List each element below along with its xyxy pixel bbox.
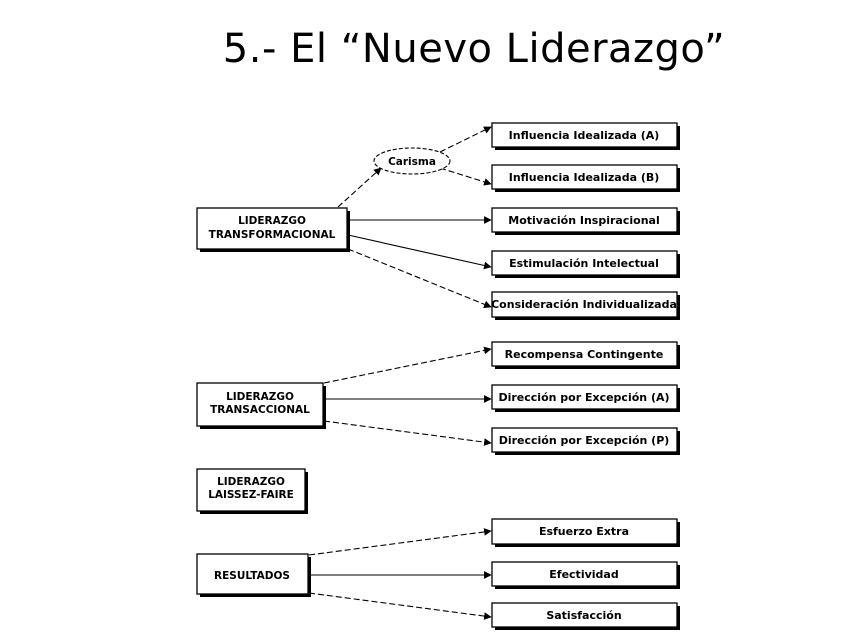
node-efectividad: Efectividad	[491, 561, 680, 589]
influencia-a-label: Influencia Idealizada (A)	[509, 129, 660, 142]
node-liderazgo-transformacional: LIDERAZGO TRANSFORMACIONAL	[196, 207, 350, 252]
esfuerzo-label: Esfuerzo Extra	[539, 525, 629, 538]
edge-carisma-influencia-b	[439, 167, 492, 186]
transformacional-line1: LIDERAZGO	[238, 215, 306, 227]
consideracion-label: Consideración Individualizada	[491, 298, 677, 311]
recompensa-label: Recompensa Contingente	[505, 348, 664, 361]
resultados-label: RESULTADOS	[214, 570, 290, 582]
node-estimulacion-intelectual: Estimulación Intelectual	[491, 250, 680, 278]
node-influencia-idealizada-a: Influencia Idealizada (A)	[491, 122, 680, 150]
node-motivacion-inspiracional: Motivación Inspiracional	[491, 207, 680, 235]
node-liderazgo-laissez-faire: LIDERAZGO LAISSEZ-FAIRE	[196, 468, 308, 514]
node-influencia-idealizada-b: Influencia Idealizada (B)	[491, 164, 680, 192]
edge-carisma-influencia-a	[439, 126, 492, 153]
laissez-faire-line1: LIDERAZGO	[217, 476, 285, 488]
edge-resultados-esfuerzo	[308, 528, 492, 556]
transaccional-line2: TRANSACCIONAL	[210, 404, 310, 416]
influencia-b-label: Influencia Idealizada (B)	[509, 171, 660, 184]
node-resultados: RESULTADOS	[196, 553, 311, 597]
node-carisma: Carisma	[373, 147, 451, 175]
edge-resultados-satisfaccion	[308, 592, 492, 620]
edge-transformacional-consideracion	[347, 248, 492, 308]
transformacional-line2: TRANSFORMACIONAL	[209, 229, 336, 241]
node-esfuerzo-extra: Esfuerzo Extra	[491, 518, 680, 547]
edge-transformacional-estimulacion	[347, 234, 492, 270]
edge-transaccional-direccion-p	[323, 420, 492, 446]
direccion-a-label: Dirección por Excepción (A)	[498, 391, 669, 404]
carisma-label: Carisma	[388, 156, 436, 168]
node-direccion-excepcion-p: Dirección por Excepción (P)	[491, 427, 680, 455]
edge-transaccional-recompensa	[323, 346, 492, 384]
transaccional-line1: LIDERAZGO	[226, 391, 294, 403]
node-direccion-excepcion-a: Dirección por Excepción (A)	[491, 384, 680, 412]
slide-title-text: 5.- El “Nuevo Liderazgo”	[222, 26, 726, 72]
direccion-p-label: Dirección por Excepción (P)	[499, 434, 670, 447]
node-liderazgo-transaccional: LIDERAZGO TRANSACCIONAL	[196, 382, 326, 429]
edge-transformacional-carisma	[337, 167, 382, 208]
estimulacion-label: Estimulación Intelectual	[509, 257, 659, 270]
laissez-faire-line2: LAISSEZ-FAIRE	[208, 489, 294, 501]
node-recompensa-contingente: Recompensa Contingente	[491, 341, 680, 369]
slide-title: 5.- El “Nuevo Liderazgo”	[0, 26, 848, 72]
satisfaccion-label: Satisfacción	[546, 609, 621, 622]
node-satisfaccion: Satisfacción	[491, 602, 680, 630]
efectividad-label: Efectividad	[549, 568, 618, 581]
motivacion-label: Motivación Inspiracional	[508, 214, 659, 227]
node-consideracion-individualizada: Consideración Individualizada	[491, 291, 680, 320]
